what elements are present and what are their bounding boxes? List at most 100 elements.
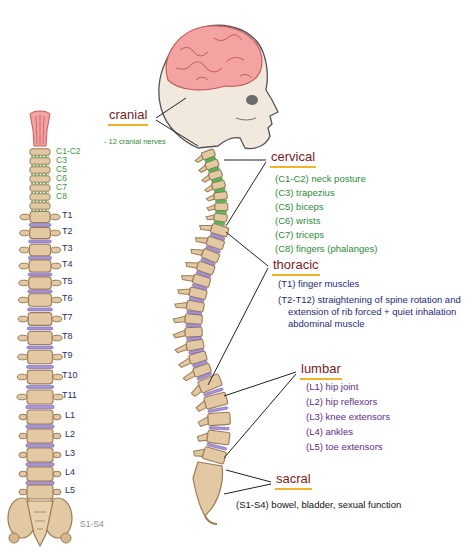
vertebra-label: C8 — [56, 192, 67, 201]
function-note: (T2-T12) straightening of spine rotation… — [278, 294, 468, 330]
vertebra — [29, 277, 51, 289]
vertebra-label: T1 — [62, 211, 73, 220]
spinous-process — [173, 315, 185, 323]
spinous-process — [174, 300, 187, 309]
vertebra-label: T6 — [62, 294, 73, 303]
transverse-process — [17, 374, 27, 380]
vertebral-body — [207, 430, 230, 445]
transverse-process — [51, 247, 61, 253]
spinal-disc — [26, 405, 54, 409]
spinous-process — [207, 205, 215, 211]
function-note: (L2) hip reflexors — [306, 397, 377, 408]
side-vertebra — [192, 444, 226, 465]
leader-line — [224, 374, 296, 458]
transverse-process — [50, 230, 60, 236]
transverse-process — [19, 452, 27, 458]
vertebral-body — [185, 327, 203, 337]
side-disc — [216, 200, 227, 203]
side-disc — [216, 211, 227, 214]
function-note: (C3) trapezius — [275, 188, 335, 199]
leader-line — [226, 162, 266, 226]
vertebra — [29, 244, 50, 256]
spinal-disc — [26, 425, 54, 429]
transverse-process — [19, 280, 29, 286]
function-note: (C1-C2) neck posture — [275, 174, 366, 185]
vertebral-body — [215, 203, 228, 211]
side-disc — [187, 310, 202, 315]
function-note: (C5) biceps — [275, 202, 324, 213]
cervical-vertebra — [30, 176, 50, 182]
brainstem — [30, 111, 50, 146]
transverse-process — [17, 394, 27, 400]
spinal-disc — [28, 273, 52, 276]
function-note: (C6) wrists — [275, 216, 320, 227]
cervical-vertebra — [30, 203, 50, 209]
cheek-line — [236, 118, 256, 120]
vertebra-label: L2 — [65, 430, 75, 439]
transverse-process — [19, 414, 27, 420]
side-disc — [214, 221, 225, 226]
transverse-process — [50, 214, 60, 220]
side-disc — [189, 297, 204, 303]
side-disc — [208, 406, 228, 412]
transverse-process — [18, 354, 28, 360]
leader-line — [224, 372, 296, 396]
transverse-process — [53, 452, 61, 458]
transverse-process — [19, 297, 29, 303]
vertebra-label: T11 — [62, 391, 77, 400]
vertebra — [28, 350, 53, 363]
vertebra — [29, 294, 52, 307]
sacrum-front — [27, 501, 53, 546]
spinal-disc — [26, 444, 54, 448]
side-disc — [201, 258, 216, 266]
spinal-disc — [27, 365, 54, 368]
vertebral-body — [208, 412, 231, 426]
hip-socket — [9, 533, 19, 543]
cervical-vertebra — [30, 158, 50, 164]
spinal-disc — [28, 256, 51, 259]
skull-figure — [159, 25, 278, 148]
side-disc — [196, 271, 211, 278]
vertebra — [30, 227, 51, 238]
cervical-vertebra — [30, 194, 50, 200]
vertebra — [27, 448, 53, 462]
hip-socket — [61, 533, 71, 543]
vertebra-label: T5 — [62, 277, 73, 286]
brainstem-lines — [36, 115, 44, 145]
cervical-vertebra — [30, 167, 50, 173]
side-disc — [203, 388, 223, 397]
spinal-disc — [26, 463, 54, 467]
sacrum-side — [193, 462, 223, 516]
spinal-disc — [27, 346, 53, 349]
function-note: (L1) hip joint — [306, 382, 358, 393]
side-disc — [210, 233, 225, 240]
transverse-process — [18, 335, 28, 341]
leader-line — [226, 232, 268, 266]
leader-line — [226, 470, 271, 482]
brain — [166, 26, 262, 90]
cervical-disc — [31, 192, 49, 194]
side-disc — [192, 360, 207, 367]
side-vertebra — [194, 392, 228, 412]
function-note: (S1-S4) bowel, bladder, sexual function — [236, 500, 401, 511]
vertebra — [28, 313, 52, 326]
spinal-disc — [26, 481, 54, 485]
spinous-process — [173, 330, 185, 338]
brain-folds — [176, 35, 252, 80]
cervical-disc — [31, 165, 49, 167]
pelvis-figure — [8, 498, 72, 546]
leader-line — [208, 268, 268, 385]
function-note: - 12 cranial nerves — [104, 138, 166, 147]
vertebra — [27, 410, 53, 424]
side-sacrum — [193, 462, 223, 524]
side-vertebra — [197, 429, 230, 445]
vertebra — [29, 260, 51, 272]
side-disc — [189, 348, 204, 354]
spinous-process — [198, 417, 209, 427]
transverse-process — [52, 316, 62, 322]
vertebra-label: C1-C2 — [56, 147, 81, 156]
cervical-disc — [31, 201, 49, 203]
cervical-disc — [31, 183, 49, 185]
vertebra — [27, 485, 53, 499]
